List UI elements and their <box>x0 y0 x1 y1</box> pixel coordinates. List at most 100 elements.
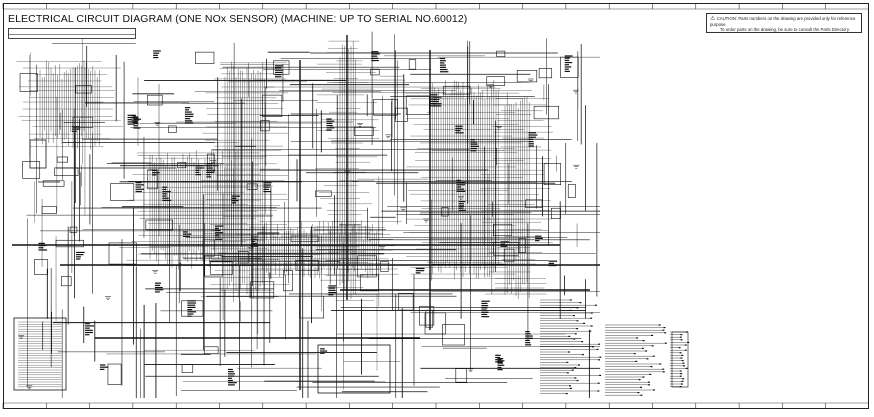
connector-pin <box>320 348 325 350</box>
terminal-end <box>594 304 597 306</box>
connector-pin <box>326 127 335 129</box>
ground-symbol <box>467 368 474 372</box>
connector-pin <box>328 294 334 296</box>
connector-pin <box>162 199 172 202</box>
connector-pin <box>206 176 212 178</box>
drawing-info-row <box>9 29 135 35</box>
connector-pin <box>564 70 570 72</box>
connector-pin <box>470 143 478 145</box>
connector-pin <box>481 313 488 316</box>
component-box <box>408 59 417 70</box>
connector-pin <box>263 184 272 186</box>
connector-pin <box>564 55 573 57</box>
component-box <box>496 50 506 57</box>
connector-pin <box>214 234 220 236</box>
connector-housing <box>671 331 689 388</box>
connector-pin <box>528 136 536 138</box>
component-box <box>419 306 435 326</box>
component-box <box>246 183 258 190</box>
terminal-end <box>640 386 643 388</box>
connector-pin <box>135 190 142 193</box>
connector-pin <box>38 249 48 251</box>
connector-pin <box>184 115 194 118</box>
connector-pin <box>456 181 466 184</box>
component-box <box>493 223 513 237</box>
ground-symbol <box>379 246 386 250</box>
ground-symbol <box>104 296 111 300</box>
connector-pin <box>187 309 193 311</box>
connector-pin <box>456 186 462 188</box>
terminal-end <box>590 312 593 314</box>
connector-pin <box>127 114 136 116</box>
connector-pin <box>328 285 337 287</box>
connector-pin <box>214 225 224 227</box>
connector-pin <box>152 169 157 172</box>
terminal-end <box>579 302 582 304</box>
connector-pin <box>415 267 425 270</box>
terminal-end <box>682 362 685 364</box>
connector-pin <box>195 165 204 167</box>
ground-symbol <box>209 160 216 164</box>
terminal-end <box>679 375 682 377</box>
component-box <box>56 156 68 163</box>
connector-pin <box>525 344 532 346</box>
terminal-end <box>571 369 574 371</box>
component-box <box>54 167 79 176</box>
connector-pin <box>497 369 503 371</box>
connector-pin <box>71 128 81 130</box>
connector-pin <box>429 105 435 107</box>
connector-pin <box>263 186 270 188</box>
component-box <box>425 309 434 328</box>
connector-pin <box>135 186 142 188</box>
component-box <box>72 116 94 128</box>
connector-pin <box>127 121 135 123</box>
connector-pin <box>525 342 531 344</box>
connector-pin <box>195 171 200 174</box>
connector-pin <box>564 57 570 59</box>
terminal-end <box>565 393 568 395</box>
connector-pin <box>184 109 189 111</box>
connector-pin <box>206 171 215 174</box>
connector-pin <box>326 125 333 127</box>
connector-pin <box>433 105 442 107</box>
terminal-end <box>576 307 579 309</box>
connector-pin <box>227 373 236 375</box>
connector-pin <box>481 311 489 313</box>
terminal-end <box>573 338 576 340</box>
terminal-end <box>641 347 644 349</box>
terminal-end <box>590 325 593 327</box>
ground-symbol <box>152 270 159 274</box>
connector-pin <box>326 122 333 125</box>
component-box <box>195 51 215 64</box>
connector-pin <box>535 235 542 237</box>
connector-pin <box>227 382 237 384</box>
terminal-end <box>636 337 639 339</box>
terminal-end <box>651 345 654 347</box>
connector-pin <box>162 197 169 199</box>
connector-pin <box>470 147 478 150</box>
connector-pin <box>528 132 536 134</box>
terminal-end <box>572 315 575 317</box>
connector-pin <box>187 304 196 306</box>
connector-pin <box>481 309 487 311</box>
connector-pin <box>481 300 490 302</box>
ground-symbol <box>344 170 351 175</box>
terminal-end <box>574 377 577 379</box>
terminal-end <box>648 384 651 386</box>
connector-pin <box>481 316 490 318</box>
terminal-end <box>569 385 572 387</box>
connector-pin <box>85 329 93 331</box>
connector-pin <box>214 238 223 240</box>
connector-pin <box>214 229 221 232</box>
terminal-end <box>680 383 683 385</box>
connector-pin <box>328 287 336 289</box>
connector-pin <box>481 305 489 307</box>
connector-pin <box>548 262 555 264</box>
component-box <box>567 184 576 198</box>
connector-pin <box>320 352 325 354</box>
connector-pin <box>326 129 332 131</box>
connector-pin <box>231 202 236 204</box>
component-box <box>202 239 215 257</box>
terminal-end <box>664 332 667 334</box>
